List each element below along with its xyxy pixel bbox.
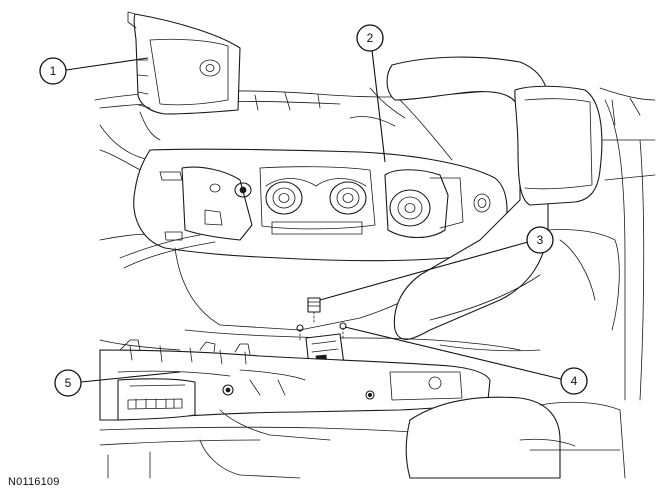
- callout-number-5: 5: [65, 376, 72, 390]
- figure-id-label: N0116109: [8, 476, 60, 488]
- callout-number-1: 1: [50, 64, 57, 78]
- leader-line-2: [371, 49, 386, 163]
- steering-column-shroud: [127, 11, 241, 141]
- callout-circle-1: [39, 57, 67, 85]
- leader-line-3: [319, 241, 529, 301]
- callout-leaders: [65, 49, 562, 383]
- callout-circle-3: [526, 226, 554, 254]
- leader-line-5: [80, 371, 181, 383]
- floor-console-lower-base: [99, 339, 491, 479]
- callout-circle-5: [54, 369, 82, 397]
- leader-line-4: [344, 326, 562, 380]
- callout-number-3: 3: [537, 233, 544, 247]
- right-seat: [386, 56, 645, 401]
- callout-1: 1: [39, 57, 67, 85]
- callout-circle-2: [356, 24, 384, 52]
- callout-3: 3: [526, 226, 554, 254]
- callout-2: 2: [356, 24, 384, 52]
- floor-console-upper-panel: [119, 148, 508, 331]
- right-seat-lower-cushion: [405, 396, 626, 479]
- leader-line-1: [65, 57, 149, 71]
- callout-number-2: 2: [367, 31, 374, 45]
- callout-circle-4: [560, 367, 588, 395]
- callout-number-4: 4: [571, 374, 578, 388]
- console-spacer-stud: [307, 297, 321, 323]
- callout-4: 4: [560, 367, 588, 395]
- floor-opening-outline: [99, 329, 541, 352]
- callout-5: 5: [54, 369, 82, 397]
